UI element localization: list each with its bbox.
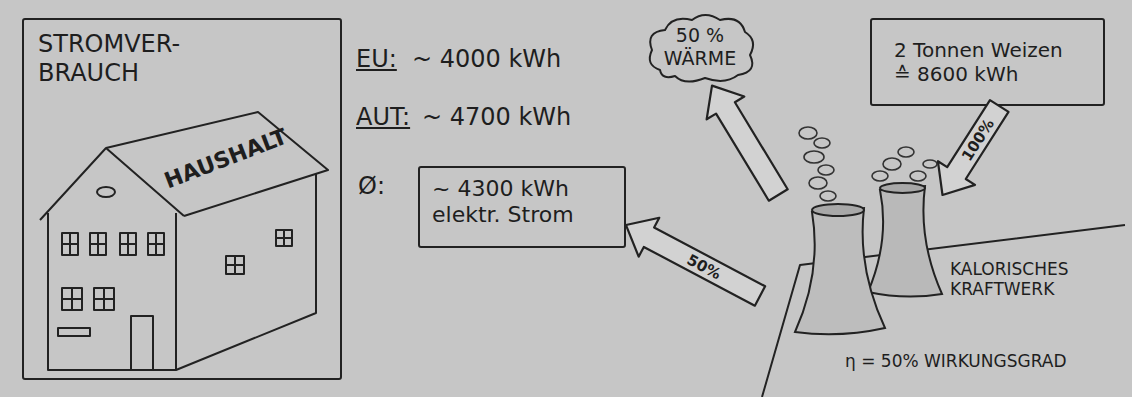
efficiency-note: η = 50% WIRKUNGSGRAD xyxy=(845,351,1120,371)
heat-cloud: 50 % WÄRME xyxy=(640,10,760,88)
cooling-tower xyxy=(868,183,942,297)
tower-body xyxy=(868,186,942,297)
steam-puff xyxy=(923,160,937,168)
steam-puff xyxy=(910,171,926,181)
region-label: EU: xyxy=(356,45,397,74)
tower-top xyxy=(880,183,925,193)
block-arrow xyxy=(707,86,788,201)
steam-puff xyxy=(799,127,817,139)
window-cross xyxy=(120,233,136,255)
window xyxy=(226,256,244,274)
fuel-box: 2 Tonnen Weizen ≙ 8600 kWh xyxy=(870,18,1105,106)
window xyxy=(90,233,106,255)
block-arrow xyxy=(626,218,765,306)
steam-puff xyxy=(872,171,888,181)
house-walls xyxy=(48,174,316,370)
window xyxy=(94,288,114,310)
window xyxy=(148,233,164,255)
window-cross xyxy=(226,256,244,274)
round-window xyxy=(97,187,115,197)
steam-puff xyxy=(809,177,827,189)
steam-puff xyxy=(814,138,830,148)
window-cross xyxy=(94,288,114,310)
window-cross xyxy=(62,288,82,310)
steam-puff xyxy=(818,165,834,175)
consumption-value: ~ 4000 kWh xyxy=(412,45,561,74)
window-cross xyxy=(90,233,106,255)
consumption-value: ~ 4700 kWh xyxy=(422,103,571,132)
plaque xyxy=(58,328,90,336)
window-cross xyxy=(62,233,78,255)
box-body: ~ 4300 kWh elektr. Strom xyxy=(432,176,622,229)
plant-ground xyxy=(762,225,1125,397)
cloud-outline xyxy=(650,15,753,82)
window xyxy=(62,233,78,255)
steam-puff xyxy=(804,151,824,163)
house-shape: HAUSHALT xyxy=(36,108,332,376)
arrow-shape xyxy=(626,218,765,306)
roof-label: HAUSHALT xyxy=(147,118,306,200)
steam-puff xyxy=(898,147,914,157)
house-roof xyxy=(40,112,328,220)
window xyxy=(62,288,82,310)
power-plant: KALORISCHES KRAFTWERK η = 50% WIRKUNGSGRA… xyxy=(760,195,1125,397)
steam-puffs xyxy=(799,127,937,201)
tower-body xyxy=(795,208,885,334)
consumption-box: STROMVER- BRAUCH HAUSHALT xyxy=(22,18,342,380)
door xyxy=(131,316,153,370)
block-arrow xyxy=(938,100,1009,195)
cooling-tower xyxy=(795,204,885,334)
window-cross xyxy=(148,233,164,255)
box-body: 2 Tonnen Weizen ≙ 8600 kWh xyxy=(894,38,1079,86)
arrow-shape xyxy=(707,86,788,201)
region-label: AUT: xyxy=(356,103,410,132)
steam-puff xyxy=(820,191,836,201)
box-heading: Ø: xyxy=(358,172,414,201)
steam-puff xyxy=(883,158,901,170)
arrow-label: 100% xyxy=(958,115,998,164)
arrow-shape xyxy=(938,100,1009,195)
average-box: Ø:~ 4300 kWh elektr. Strom xyxy=(418,166,626,248)
box-heading: STROMVER- BRAUCH xyxy=(38,30,238,88)
tower-top xyxy=(812,204,864,216)
window xyxy=(120,233,136,255)
arrow-label: 50% xyxy=(684,250,724,283)
cloud-label: 50 % WÄRME xyxy=(655,24,745,70)
plant-name: KALORISCHES KRAFTWERK xyxy=(950,259,1115,300)
window-cross xyxy=(276,230,292,246)
window xyxy=(276,230,292,246)
